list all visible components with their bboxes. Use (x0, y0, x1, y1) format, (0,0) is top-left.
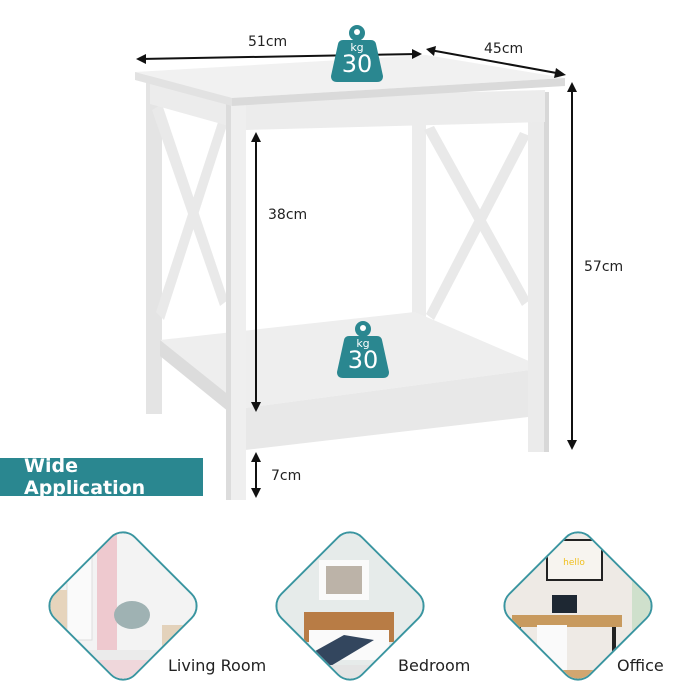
height-dimension-label: 57cm (584, 259, 624, 275)
bedroom-image (262, 518, 433, 689)
shelf-load-badge: kg 30 (337, 320, 389, 378)
wide-application-banner: Wide Application (0, 455, 203, 499)
living-room-image (35, 518, 206, 689)
bedroom-label: Bedroom (398, 656, 471, 675)
living-room-label: Living Room (168, 656, 267, 675)
weight-icon (337, 321, 389, 378)
office-label: Office (617, 656, 664, 675)
weight-icon (331, 25, 383, 82)
width-dimension-label: 51cm (248, 34, 288, 50)
svg-text:hello: hello (563, 558, 585, 568)
shelf-gap-dimension-label: 38cm (268, 207, 308, 223)
top-load-badge: kg 30 (331, 24, 383, 82)
office-image: hello (490, 518, 661, 689)
depth-dimension-label: 45cm (484, 41, 524, 57)
leg-clearance-dimension-label: 7cm (271, 468, 302, 484)
